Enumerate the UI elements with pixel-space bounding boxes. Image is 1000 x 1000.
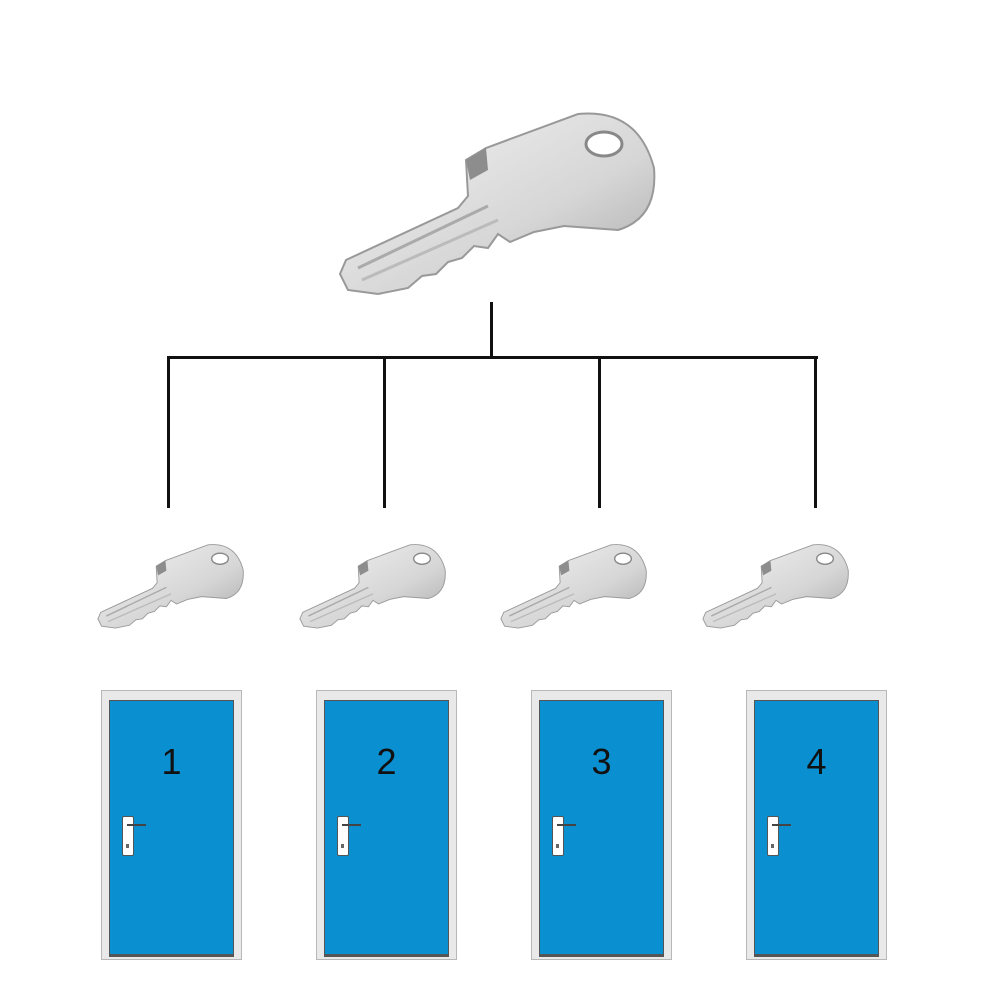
door-2: 2 — [316, 690, 457, 960]
key-icon — [702, 542, 850, 630]
door-number: 2 — [376, 741, 397, 782]
door-4: 4 — [746, 690, 887, 960]
door-number: 3 — [591, 741, 612, 782]
door-1: 1 — [101, 690, 242, 960]
door-handle-icon — [557, 824, 576, 826]
door-number: 1 — [161, 741, 182, 782]
door-panel: 3 — [539, 700, 664, 957]
door-handle-plate — [552, 816, 564, 856]
door-panel: 4 — [754, 700, 879, 957]
door-handle-icon — [127, 824, 146, 826]
keyhole-icon — [341, 844, 344, 848]
master-key-icon — [338, 108, 658, 298]
keyhole-icon — [556, 844, 559, 848]
keyhole-icon — [771, 844, 774, 848]
door-panel: 2 — [324, 700, 449, 957]
connector-branch-1 — [167, 356, 170, 508]
connector-branch-3 — [598, 356, 601, 508]
door-handle-plate — [337, 816, 349, 856]
door-handle-plate — [122, 816, 134, 856]
connector-branch-2 — [383, 356, 386, 508]
keyhole-icon — [126, 844, 129, 848]
connector-branch-4 — [814, 356, 817, 508]
door-panel: 1 — [109, 700, 234, 957]
connector-trunk — [490, 302, 493, 358]
key-icon — [500, 542, 648, 630]
key-icon — [299, 542, 447, 630]
door-handle-icon — [342, 824, 361, 826]
door-handle-plate — [767, 816, 779, 856]
connector-bar — [167, 356, 818, 359]
door-3: 3 — [531, 690, 672, 960]
key-icon — [97, 542, 245, 630]
door-handle-icon — [772, 824, 791, 826]
door-number: 4 — [806, 741, 827, 782]
